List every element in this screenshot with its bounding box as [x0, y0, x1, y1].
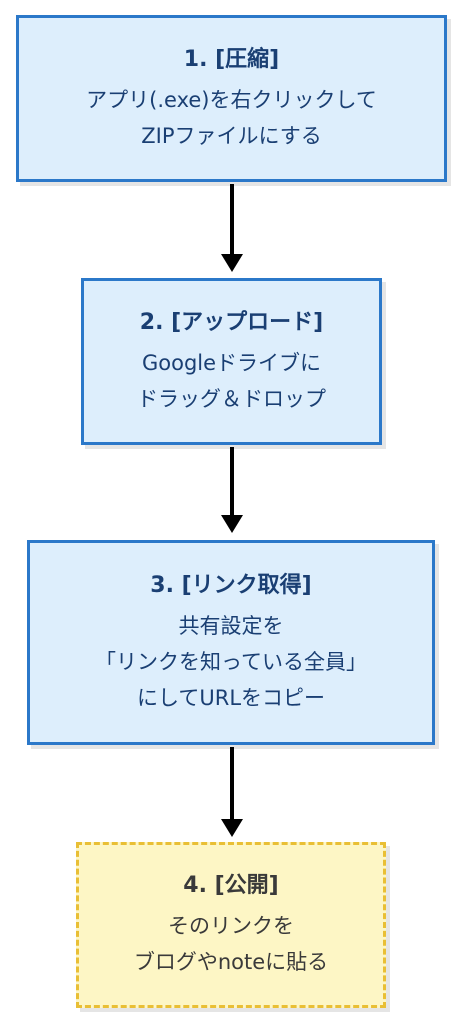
step-text-line: Googleドライブに: [141, 350, 322, 375]
step-text-line: ドラッグ＆ドロップ: [137, 386, 326, 411]
step-publish-box: 4. [公開] そのリンクを ブログやnoteに貼る: [76, 842, 386, 1008]
step-title: 4. [公開]: [183, 873, 279, 898]
step-text-line: 「リンクを知っている全員」: [95, 649, 367, 674]
step-text-line: 共有設定を: [178, 613, 284, 638]
step-title: 2. [アップロード]: [139, 309, 324, 335]
step-title: 1. [圧縮]: [183, 46, 280, 72]
step-compress-box: 1. [圧縮] アプリ(.exe)を右クリックして ZIPファイルにする: [16, 15, 447, 182]
step-text-line: にしてURLをコピー: [136, 685, 326, 710]
step-text-line: ZIPファイルにする: [141, 123, 322, 148]
step-text-line: ブログやnoteに貼る: [133, 950, 329, 974]
step-text-line: アプリ(.exe)を右クリックして: [86, 87, 377, 112]
step-get-link-box: 3. [リンク取得] 共有設定を 「リンクを知っている全員」 にしてURLをコピ…: [27, 540, 435, 745]
step-upload-box: 2. [アップロード] Googleドライブに ドラッグ＆ドロップ: [81, 278, 382, 445]
step-title: 3. [リンク取得]: [150, 572, 312, 598]
step-text-line: そのリンクを: [168, 914, 294, 938]
